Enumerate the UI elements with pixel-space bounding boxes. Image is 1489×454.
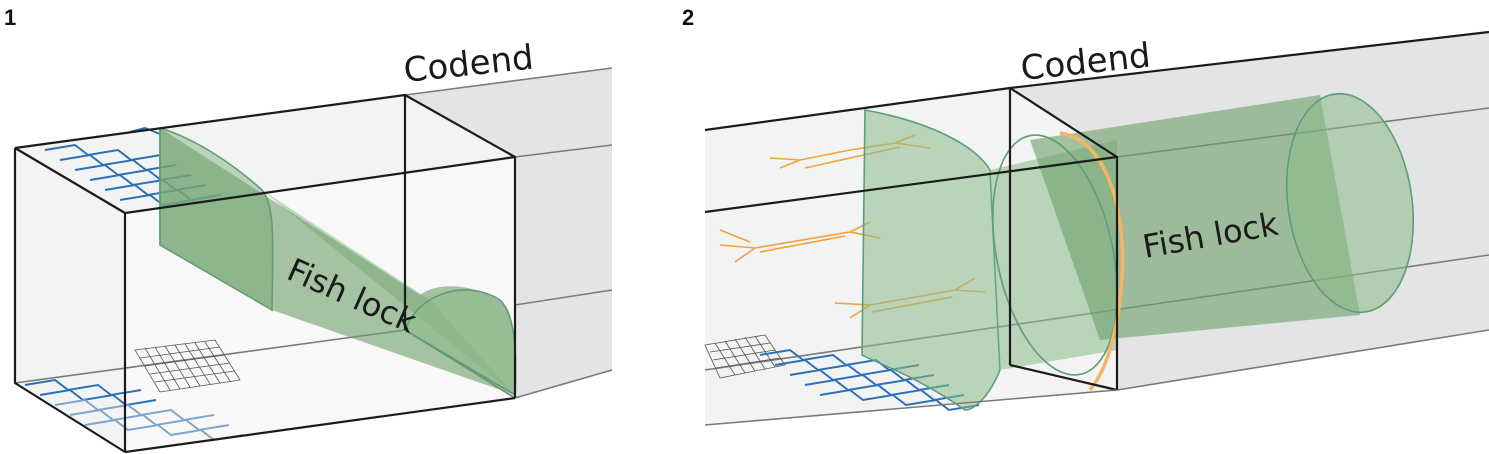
panel-1-number: 1 <box>4 5 16 30</box>
panel-1-frame-edges <box>13 93 517 454</box>
panel-2-fish-lock-funnel <box>861 109 1117 411</box>
panel-1-square-mesh <box>134 339 241 393</box>
panel-2-number: 2 <box>682 5 694 30</box>
panel-2-fish-lock-cylinder <box>992 92 1415 376</box>
panel-1: 1 <box>4 5 613 454</box>
panel-2: 2 <box>682 5 1489 426</box>
panel-2-square-mesh <box>704 334 786 379</box>
panel-2-orange-ring <box>1059 131 1125 392</box>
panel-1-diamond-mesh-bottom <box>24 378 245 442</box>
panel-2-frame-edges <box>704 30 1489 426</box>
panel-1-codend-tube <box>404 67 613 399</box>
panel-2-diamond-mesh <box>759 348 980 412</box>
